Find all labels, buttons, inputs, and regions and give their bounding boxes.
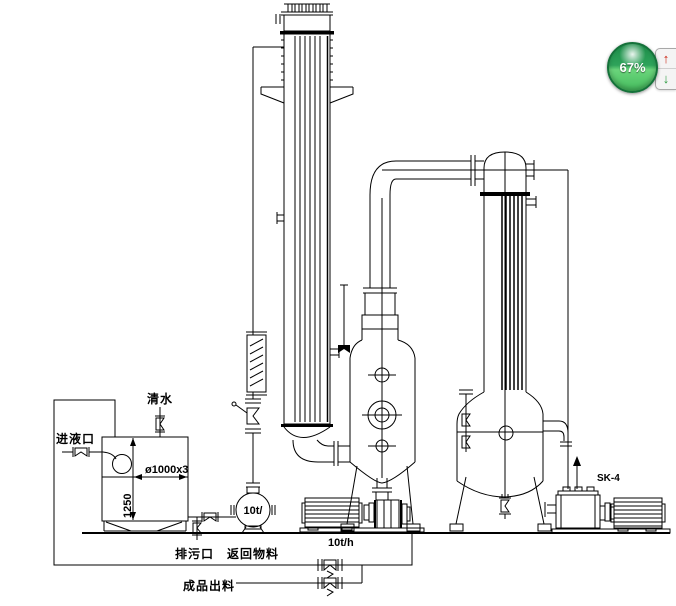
feed-tank (101, 436, 189, 532)
vacuum-line (567, 170, 581, 489)
clean-water-label: 清水 (147, 391, 173, 406)
zoom-panel: ↑ ↓ (655, 48, 676, 90)
receiver-drain-valve-icon (500, 499, 510, 513)
transfer-pump: 10t/h (299, 491, 425, 549)
product-line: 成品出料 (183, 577, 362, 597)
vapor-duct (369, 155, 568, 288)
feed-inlet-valve-icon (74, 447, 88, 457)
product-valve-icon (317, 577, 343, 597)
zoom-level-badge[interactable]: 67% (607, 42, 658, 93)
sight-glass (246, 331, 267, 396)
separator (338, 198, 421, 532)
tank-dimensions: ø1000x3 1250 (122, 438, 188, 520)
feed-riser (231, 46, 284, 488)
pump-flow-label: 10t/h (328, 537, 354, 549)
return-material-label: 返回物料 (227, 546, 279, 561)
gauge-valve-icon (461, 413, 471, 427)
separator-vent-valve-icon (338, 345, 350, 353)
zoom-in-arrow-icon[interactable]: ↑ (656, 49, 676, 69)
product-outlet-label: 成品出料 (183, 578, 235, 593)
tank-outlet-line: 排污口 (175, 512, 236, 561)
zoom-out-arrow-icon[interactable]: ↓ (662, 71, 670, 86)
gauge-valve2-icon (461, 435, 471, 449)
return-line: 返回物料 (53, 399, 413, 583)
circulation-pump: 10t/ (230, 486, 276, 534)
demister-pad (361, 314, 399, 330)
vacuum-pump-model-label: SK-4 (597, 473, 620, 484)
vacuum-pump-motor (610, 497, 666, 532)
clean-water-valve-icon (155, 417, 165, 431)
return-valve-icon (317, 559, 343, 579)
drain-valve-icon (192, 522, 203, 534)
feed-inlet-label: 进液口 (56, 431, 95, 446)
tank-height-label: 1250 (122, 494, 134, 518)
clean-water-line: 清水 (147, 391, 173, 437)
tank-outlet-valve-icon (203, 512, 217, 522)
vacuum-pump: SK-4 (544, 473, 671, 534)
heater-column (260, 3, 354, 438)
riser-valve-icon (231, 398, 261, 434)
transfer-pump-motor (301, 497, 363, 531)
condenser-column (480, 151, 537, 497)
drain-port-label: 排污口 (175, 546, 214, 561)
feed-inlet: 进液口 (56, 431, 117, 460)
column-bottom-elbow (292, 439, 350, 466)
receiver-vessel (449, 389, 572, 532)
tank-diameter-label: ø1000x3 (145, 464, 188, 476)
zoom-level-value: 67% (619, 60, 646, 75)
circ-pump-flow-label: 10t/ (244, 505, 263, 517)
